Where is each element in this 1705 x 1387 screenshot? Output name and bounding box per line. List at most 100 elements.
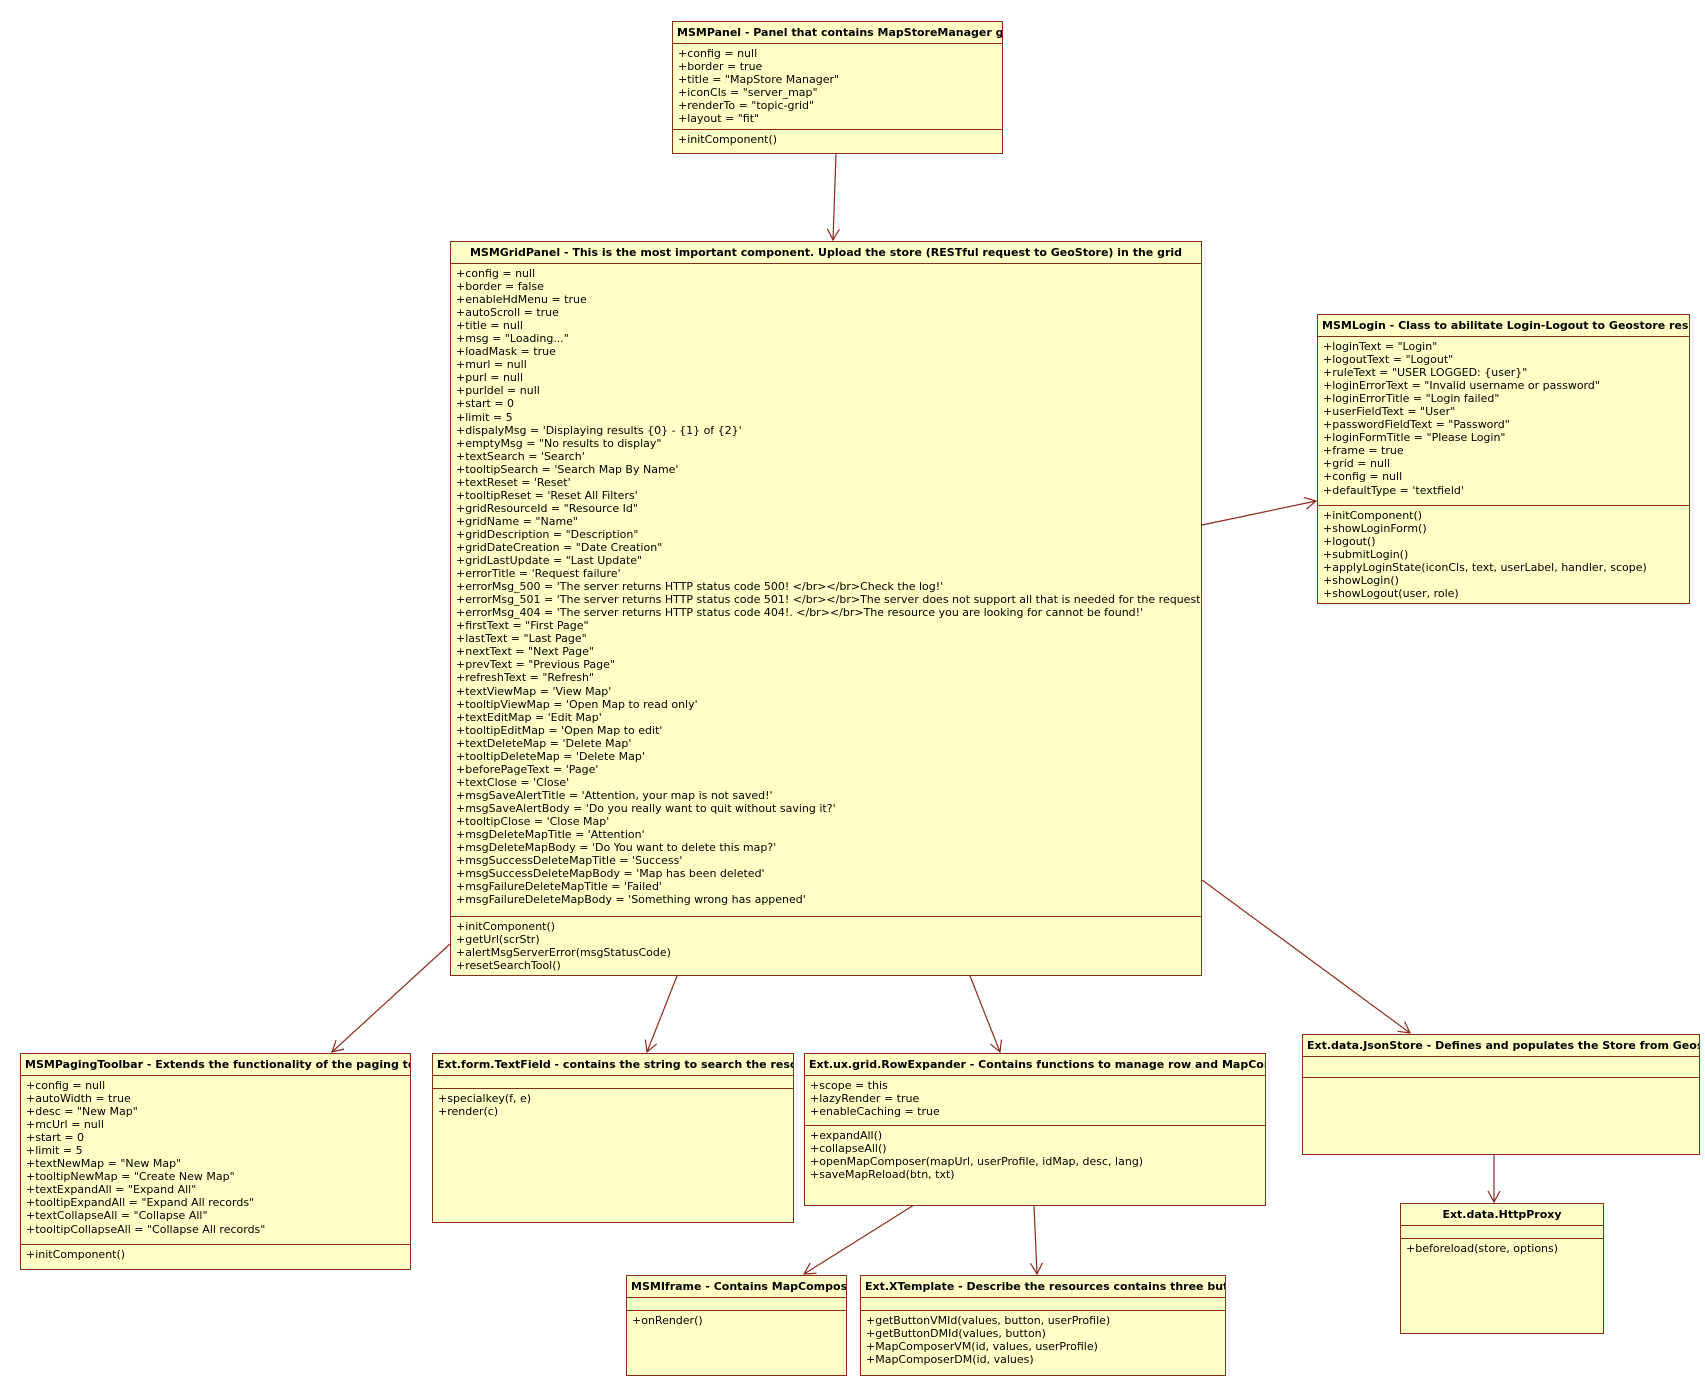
attribute-item: +logoutText = "Logout" <box>1323 353 1454 367</box>
attribute-item: +textViewMap = 'View Map' <box>456 684 612 698</box>
association-grid-to-rowexpander <box>969 975 1003 1054</box>
attribute-item: +errorMsg_501 = 'The server returns HTTP… <box>456 593 1201 607</box>
attribute-item: +autoWidth = true <box>26 1092 131 1106</box>
operation-item: +showLogout(user, role) <box>1323 587 1459 601</box>
operation-list: +beforeload(store, options) <box>1401 1239 1603 1258</box>
attribute-item: +msg = "Loading..." <box>456 332 569 346</box>
attribute-item: +mcUrl = null <box>26 1118 104 1132</box>
operation-item: +onRender() <box>632 1314 703 1327</box>
class-msmiframe[interactable]: MSMIframe - Contains MapComposer +onRend… <box>626 1275 847 1376</box>
class-title: MSMPagingToolbar - Extends the functiona… <box>21 1054 410 1076</box>
class-title: MSMLogin - Class to abilitate Login-Logo… <box>1318 315 1689 337</box>
attribute-item: +gridLastUpdate = "Last Update" <box>456 554 643 568</box>
attribute-item: +userFieldText = "User" <box>1323 405 1456 419</box>
association-grid-to-jsonstore <box>1201 879 1412 1034</box>
attribute-item: +config = null <box>456 267 536 280</box>
attribute-item: +tooltipDeleteMap = 'Delete Map' <box>456 749 645 763</box>
attribute-item: +grid = null <box>1323 457 1391 471</box>
class-rowexpander[interactable]: Ext.ux.grid.RowExpander - Contains funct… <box>804 1053 1266 1206</box>
class-title: Ext.XTemplate - Describe the resources c… <box>861 1276 1225 1298</box>
association-grid-to-textfield <box>644 975 678 1054</box>
class-title: Ext.data.JsonStore - Defines and populat… <box>1303 1035 1699 1057</box>
attribute-item: +textEditMap = 'Edit Map' <box>456 710 602 724</box>
class-title: Ext.form.TextField - contains the string… <box>433 1054 793 1076</box>
operation-item: +specialkey(f, e) <box>438 1092 532 1105</box>
attribute-list: +config = null+border = false+enableHdMe… <box>451 264 1201 917</box>
attribute-item: +firstText = "First Page" <box>456 619 589 633</box>
class-msmgridpanel[interactable]: MSMGridPanel - This is the most importan… <box>450 241 1202 976</box>
attribute-item: +border = true <box>678 60 763 74</box>
operation-item: +getButtonVMId(values, button, userProfi… <box>866 1314 1111 1327</box>
attribute-item: +tooltipNewMap = "Create New Map" <box>26 1170 235 1184</box>
attribute-item: +lastText = "Last Page" <box>456 632 587 646</box>
attribute-list <box>433 1076 793 1089</box>
attribute-item: +murl = null <box>456 358 527 372</box>
attribute-item: +textClose = 'Close' <box>456 775 570 789</box>
class-xtemplate[interactable]: Ext.XTemplate - Describe the resources c… <box>860 1275 1226 1376</box>
operation-list: +initComponent() <box>673 130 1002 149</box>
attribute-item: +refreshText = "Refresh" <box>456 671 595 685</box>
class-title: MSMGridPanel - This is the most importan… <box>451 242 1201 264</box>
attribute-list: +loginText = "Login"+logoutText = "Logou… <box>1318 337 1689 506</box>
attribute-item: +dispalyMsg = 'Displaying results {0} - … <box>456 423 742 437</box>
attribute-item: +loginText = "Login" <box>1323 340 1438 353</box>
attribute-item: +autoScroll = true <box>456 306 559 320</box>
class-msmpagingtoolbar[interactable]: MSMPagingToolbar - Extends the functiona… <box>20 1053 411 1270</box>
operation-item: +initComponent() <box>26 1248 126 1261</box>
class-title: MSMPanel - Panel that contains MapStoreM… <box>673 22 1002 44</box>
operation-item: +alertMsgServerError(msgStatusCode) <box>456 946 671 960</box>
class-msmpanel[interactable]: MSMPanel - Panel that contains MapStoreM… <box>672 21 1003 154</box>
attribute-item: +textSearch = 'Search' <box>456 449 585 463</box>
class-textfield[interactable]: Ext.form.TextField - contains the string… <box>432 1053 794 1223</box>
attribute-item: +msgSuccessDeleteMapBody = 'Map has been… <box>456 867 765 881</box>
attribute-item: +purldel = null <box>456 384 540 398</box>
attribute-item: +enableCaching = true <box>810 1105 940 1119</box>
attribute-item: +errorMsg_404 = 'The server returns HTTP… <box>456 606 1144 620</box>
attribute-item: +layout = "fit" <box>678 112 760 126</box>
class-msmlogin[interactable]: MSMLogin - Class to abilitate Login-Logo… <box>1317 314 1690 604</box>
attribute-item: +loginErrorTitle = "Login failed" <box>1323 392 1500 406</box>
attribute-item: +msgSaveAlertBody = 'Do you really want … <box>456 801 836 815</box>
operation-item: +MapComposerDM(id, values) <box>866 1353 1034 1367</box>
attribute-item: +ruleText = "USER LOGGED: {user}" <box>1323 366 1528 380</box>
operation-item: +initComponent() <box>1323 509 1423 522</box>
attribute-item: +limit = 5 <box>26 1144 83 1158</box>
operation-list: +specialkey(f, e)+render(c) <box>433 1089 793 1121</box>
attribute-item: +loadMask = true <box>456 345 556 359</box>
class-title: Ext.ux.grid.RowExpander - Contains funct… <box>805 1054 1265 1076</box>
operation-list: +initComponent()+getUrl(scrStr)+alertMsg… <box>451 917 1201 975</box>
attribute-item: +emptyMsg = "No results to display" <box>456 436 662 450</box>
attribute-item: +iconCls = "server_map" <box>678 86 818 100</box>
attribute-item: +border = false <box>456 280 544 294</box>
attribute-item: +gridDateCreation = "Date Creation" <box>456 540 663 554</box>
operation-item: +getUrl(scrStr) <box>456 933 540 947</box>
attribute-item: +msgFailureDeleteMapTitle = 'Failed' <box>456 880 662 894</box>
attribute-item: +gridName = "Name" <box>456 514 578 528</box>
operation-list: +onRender() <box>627 1311 846 1330</box>
attribute-item: +msgSaveAlertTitle = 'Attention, your ma… <box>456 788 773 802</box>
operation-item: +resetSearchTool() <box>456 959 561 973</box>
attribute-item: +nextText = "Next Page" <box>456 645 594 659</box>
attribute-item: +beforePageText = 'Page' <box>456 762 599 776</box>
operation-item: +initComponent() <box>456 920 556 933</box>
attribute-item: +lazyRender = true <box>810 1092 920 1106</box>
operation-item: +showLogin() <box>1323 574 1399 588</box>
class-httpproxy[interactable]: Ext.data.HttpProxy +beforeload(store, op… <box>1400 1203 1604 1334</box>
attribute-item: +scope = this <box>810 1079 888 1092</box>
attribute-item: +tooltipViewMap = 'Open Map to read only… <box>456 697 698 711</box>
attribute-list <box>627 1298 846 1311</box>
class-jsonstore[interactable]: Ext.data.JsonStore - Defines and populat… <box>1302 1034 1700 1155</box>
attribute-item: +msgFailureDeleteMapBody = 'Something wr… <box>456 893 806 907</box>
attribute-item: +textCollapseAll = "Collapse All" <box>26 1209 208 1223</box>
operation-item: +submitLogin() <box>1323 548 1409 562</box>
operation-item: +collapseAll() <box>810 1142 887 1156</box>
association-panel-to-grid <box>826 153 840 242</box>
attribute-item: +renderTo = "topic-grid" <box>678 99 815 113</box>
operation-list: +expandAll()+collapseAll()+openMapCompos… <box>805 1126 1265 1184</box>
attribute-item: +textDeleteMap = 'Delete Map' <box>456 736 632 750</box>
operation-item: +expandAll() <box>810 1129 883 1142</box>
attribute-item: +textReset = 'Reset' <box>456 475 571 489</box>
attribute-item: +loginErrorText = "Invalid username or p… <box>1323 379 1600 393</box>
